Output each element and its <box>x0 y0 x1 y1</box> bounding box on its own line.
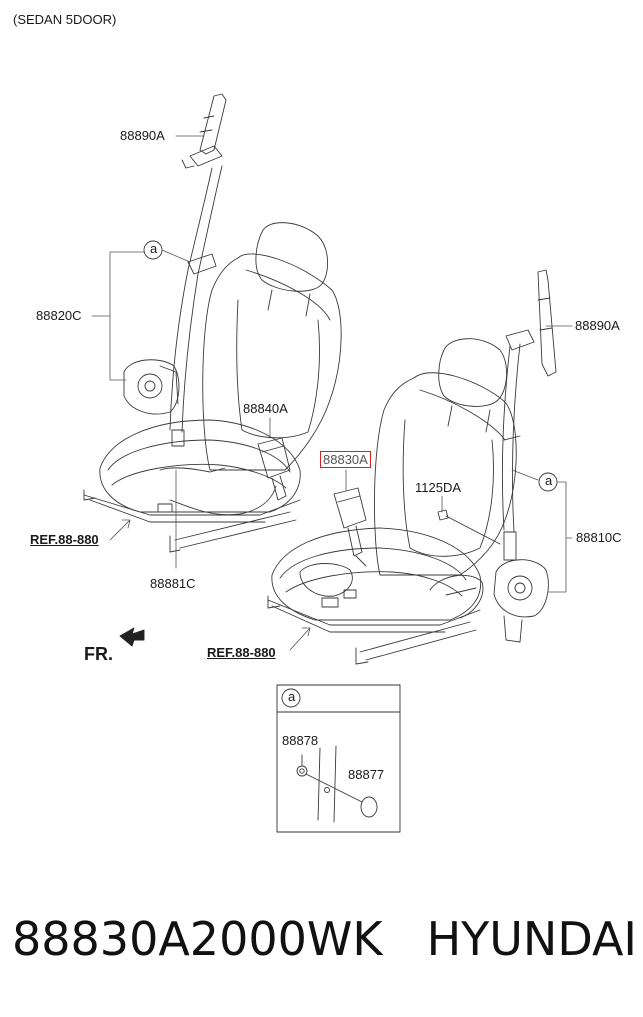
detail-a-left-marker <box>143 240 163 260</box>
leader-lines <box>91 135 573 651</box>
callout-88877[interactable]: 88877 <box>348 767 385 782</box>
callout-88830a-highlighted[interactable]: 88830A <box>320 451 371 468</box>
left-buckle <box>257 437 291 501</box>
callout-88820c[interactable]: 88820C <box>36 308 82 323</box>
callout-88840a[interactable]: 88840A <box>243 401 288 416</box>
callout-88890a-right[interactable]: 88890A <box>575 318 620 333</box>
detail-a-left-label: a <box>150 241 158 256</box>
variant-label: (SEDAN 5DOOR) <box>13 12 117 27</box>
part-number: 88830A2000WK <box>12 912 383 966</box>
reference-right[interactable]: REF.88-880 <box>207 645 276 660</box>
callout-88890a-left[interactable]: 88890A <box>120 128 165 143</box>
detail-a-right-marker <box>538 472 558 492</box>
detail-box <box>276 684 401 833</box>
right-seat <box>267 338 517 665</box>
detail-a-right-label: a <box>545 473 553 488</box>
front-marker-label: FR. <box>84 644 113 664</box>
reference-left[interactable]: REF.88-880 <box>30 532 99 547</box>
parts-diagram: (SEDAN 5DOOR) 88890A 88820C 88840A 88830… <box>13 12 622 833</box>
seat-belt-exploded-view <box>83 93 573 833</box>
right-buckle <box>333 487 367 567</box>
front-arrow-icon <box>119 627 145 647</box>
brand-name: HYUNDAI <box>426 912 637 966</box>
caption-bar: 88830A2000WK HYUNDAI <box>12 912 637 966</box>
callout-88878[interactable]: 88878 <box>282 733 319 748</box>
callout-1125da[interactable]: 1125DA <box>415 480 462 495</box>
detail-box-title: a <box>288 689 296 704</box>
left-seat <box>83 222 342 553</box>
right-belt-assembly <box>437 269 557 643</box>
callout-88810c[interactable]: 88810C <box>576 530 622 545</box>
left-belt-assembly <box>123 93 227 447</box>
callout-88881c[interactable]: 88881C <box>150 576 196 591</box>
